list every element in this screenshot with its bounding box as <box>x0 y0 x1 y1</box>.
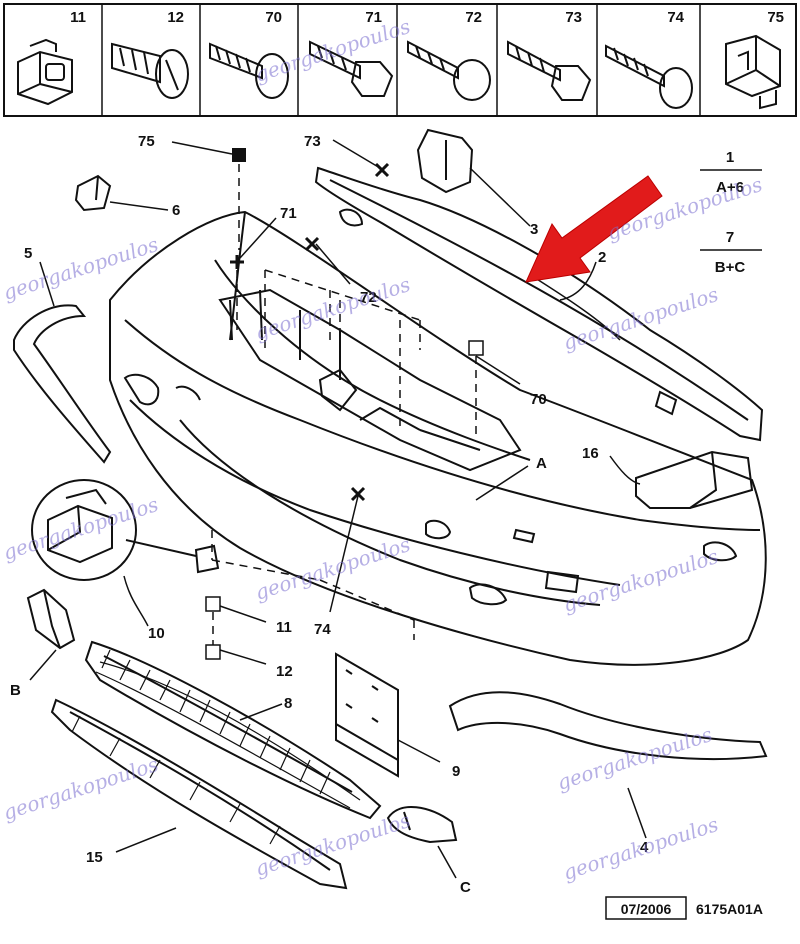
callout-73: 73 <box>304 133 321 150</box>
callout-72: 72 <box>360 289 377 306</box>
watermark-text: georgakopoulos <box>0 492 161 565</box>
footer: 07/2006 6175A01A <box>605 896 763 920</box>
strip-label-6: 74 <box>667 9 684 26</box>
marker-square-filled <box>232 148 246 162</box>
clip-10-detail <box>31 479 220 581</box>
strip-label-4: 72 <box>465 9 482 26</box>
grille-15 <box>50 698 348 890</box>
watermark-text: georgakopoulos <box>0 232 161 305</box>
screw-72-drawing <box>407 40 491 101</box>
callout-3: 3 <box>530 221 538 238</box>
rivet-12-drawing <box>111 42 189 99</box>
screw-74-drawing <box>605 44 693 109</box>
legend: 1 A+6 7 B+C <box>700 149 762 276</box>
strip-label-7: 75 <box>767 9 784 26</box>
insert-b <box>26 588 76 650</box>
callout-12: 12 <box>276 663 293 680</box>
callout-a: A <box>536 455 547 472</box>
callout-c: C <box>460 879 471 896</box>
callout-5: 5 <box>24 245 32 262</box>
bumper-main <box>109 210 767 666</box>
clip-11-drawing <box>17 38 73 106</box>
legend-bottom-number: 7 <box>726 229 734 246</box>
markers <box>205 148 484 660</box>
callout-labels: 75 73 6 71 3 2 5 72 70 16 A 10 11 74 12 … <box>10 133 649 896</box>
callout-4: 4 <box>640 839 649 856</box>
grille-8 <box>84 640 382 820</box>
plate-bracket-9 <box>335 652 399 778</box>
watermark-text: georgakopoulos <box>560 282 721 355</box>
footer-date-box <box>605 896 687 920</box>
callout-2: 2 <box>598 249 606 266</box>
legend-top-letters: A+6 <box>716 179 744 196</box>
bolt-71-drawing <box>309 40 394 97</box>
watermark-text: georgakopoulos <box>252 532 413 605</box>
watermarks: georgakopoulos georgakopoulos georgakopo… <box>0 14 765 885</box>
callout-9: 9 <box>452 763 460 780</box>
watermark-text: georgakopoulos <box>0 752 161 825</box>
parts-strip-frame <box>3 3 797 117</box>
callout-16: 16 <box>582 445 599 462</box>
callout-11: 11 <box>276 619 292 636</box>
watermark-text: georgakopoulos <box>560 544 721 617</box>
leader-lines <box>29 139 647 879</box>
callout-75: 75 <box>138 133 155 150</box>
footer-code: 6175A01A <box>696 901 763 917</box>
side-strip-4 <box>448 691 768 761</box>
marker-square-12 <box>205 644 221 660</box>
callout-8: 8 <box>284 695 292 712</box>
cap-6 <box>74 174 112 212</box>
callout-70: 70 <box>530 391 547 408</box>
watermark-text: georgakopoulos <box>252 272 413 345</box>
parts-strip: 11 12 70 71 72 73 74 75 <box>3 3 797 117</box>
legend-top-number: 1 <box>726 149 734 166</box>
watermark-text: georgakopoulos <box>252 808 413 881</box>
callout-6: 6 <box>172 202 180 219</box>
screw-70-drawing <box>209 42 289 99</box>
callout-71: 71 <box>280 205 297 222</box>
callout-15: 15 <box>86 849 103 866</box>
strip-label-0: 11 <box>70 9 86 26</box>
callout-10: 10 <box>148 625 165 642</box>
legend-bottom-letters: B+C <box>715 259 746 276</box>
strip-label-3: 71 <box>365 9 382 26</box>
side-trim-5 <box>13 304 112 464</box>
bolt-73-drawing <box>507 40 592 101</box>
marker-square-70 <box>468 340 484 356</box>
callout-b: B <box>10 682 21 699</box>
footer-date: 07/2006 <box>621 901 672 917</box>
strip-label-5: 73 <box>565 9 582 26</box>
strip-label-1: 12 <box>167 9 184 26</box>
side-bracket-16 <box>635 450 754 509</box>
callout-74: 74 <box>314 621 331 638</box>
marker-square-11 <box>205 596 221 612</box>
clip-75-drawing <box>725 34 781 110</box>
insert-c <box>386 805 458 844</box>
highlight-arrow <box>525 175 663 283</box>
bumper-absorber <box>314 128 764 442</box>
strip-label-2: 70 <box>265 9 282 26</box>
